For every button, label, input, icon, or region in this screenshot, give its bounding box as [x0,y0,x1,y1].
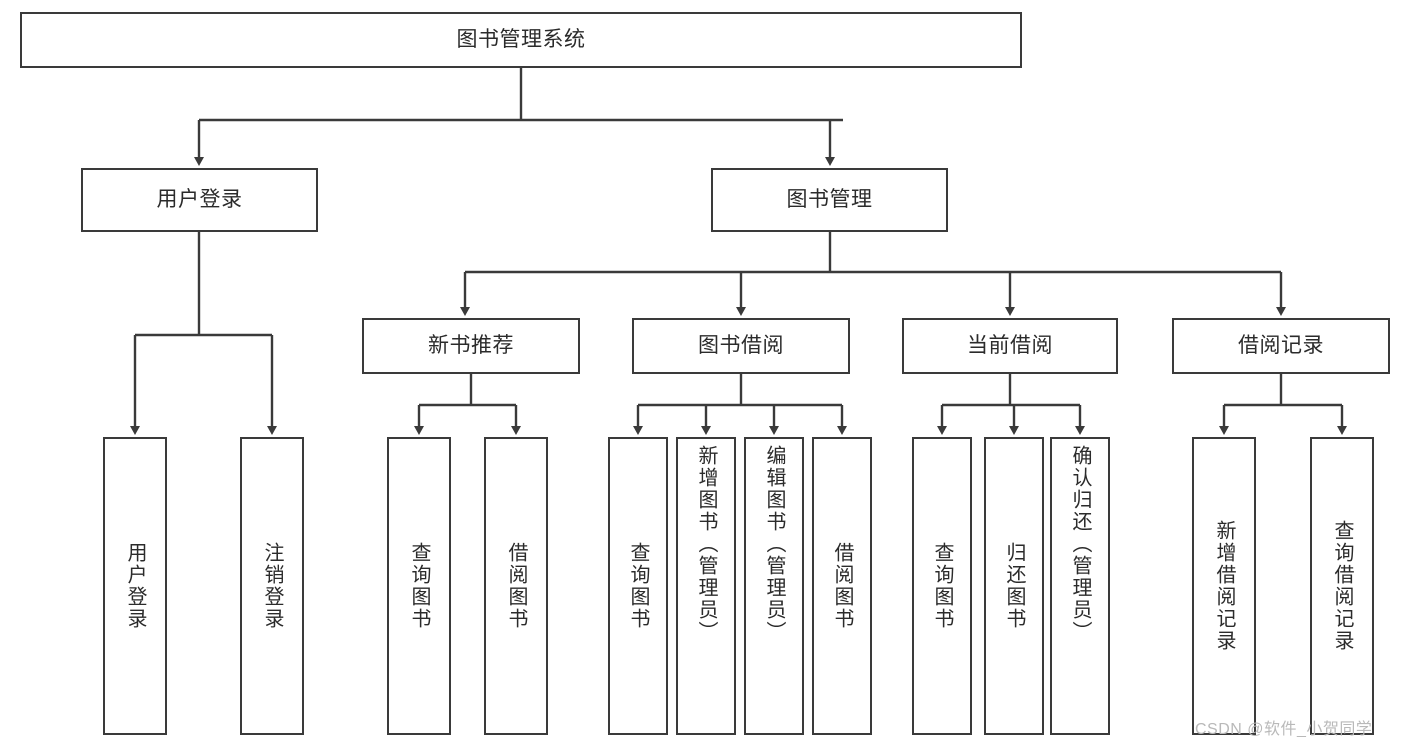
node-label: 借阅记录 [1238,333,1324,357]
node-label: 新增借阅记录 [1213,520,1235,652]
node-leaf-confirm-return[interactable]: 确认归还（管理员） [1050,437,1110,735]
node-leaf-query-book-current[interactable]: 查询图书 [912,437,972,735]
node-leaf-query-book-recommend[interactable]: 查询图书 [387,437,451,735]
node-book-management[interactable]: 图书管理 [711,168,948,232]
node-leaf-edit-book[interactable]: 编辑图书（管理员） [744,437,804,735]
node-label: 当前借阅 [967,333,1053,357]
node-label: 借阅图书 [505,542,527,630]
node-label: 编辑图书（管理员） [763,445,785,643]
node-label: 新书推荐 [428,333,514,357]
node-user-login[interactable]: 用户登录 [81,168,318,232]
node-label: 查询图书 [408,542,430,630]
node-current-borrow[interactable]: 当前借阅 [902,318,1118,374]
node-leaf-return-book[interactable]: 归还图书 [984,437,1044,735]
node-label: 借阅图书 [831,542,853,630]
node-label: 图书管理 [786,187,873,211]
node-label: 确认归还（管理员） [1069,445,1091,643]
node-label: 图书借阅 [698,333,784,357]
node-label: 归还图书 [1003,542,1025,630]
node-leaf-query-borrow-record[interactable]: 查询借阅记录 [1310,437,1374,735]
node-root-book-management-system[interactable]: 图书管理系统 [20,12,1022,68]
node-label: 查询图书 [627,542,649,630]
node-leaf-add-book[interactable]: 新增图书（管理员） [676,437,736,735]
node-label: 图书管理系统 [456,27,586,51]
node-leaf-query-book-borrow[interactable]: 查询图书 [608,437,668,735]
node-label: 查询图书 [931,542,953,630]
node-label: 查询借阅记录 [1331,520,1353,652]
node-new-book-recommend[interactable]: 新书推荐 [362,318,580,374]
node-label: 注销登录 [261,542,283,630]
node-book-borrow[interactable]: 图书借阅 [632,318,850,374]
node-leaf-user-login[interactable]: 用户登录 [103,437,167,735]
node-label: 用户登录 [156,187,243,211]
node-label: 新增图书（管理员） [695,445,717,643]
node-leaf-borrow-book[interactable]: 借阅图书 [812,437,872,735]
node-leaf-add-borrow-record[interactable]: 新增借阅记录 [1192,437,1256,735]
csdn-watermark: CSDN @软件_小贺同学 [1195,721,1373,738]
node-leaf-borrow-book-recommend[interactable]: 借阅图书 [484,437,548,735]
node-leaf-user-logout[interactable]: 注销登录 [240,437,304,735]
node-borrow-records[interactable]: 借阅记录 [1172,318,1390,374]
node-label: 用户登录 [124,542,146,630]
